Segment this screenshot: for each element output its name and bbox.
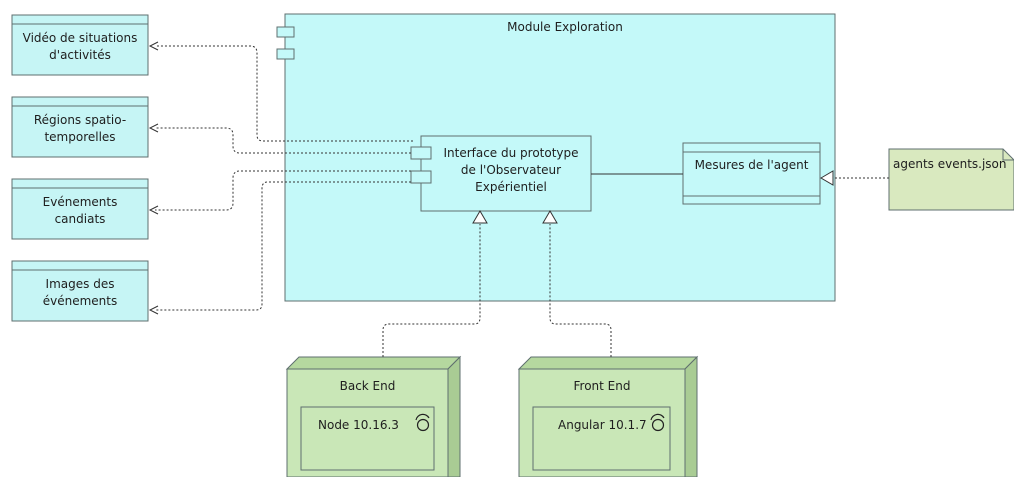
interface-label: Interface du prototype de l'Observateur …	[431, 145, 591, 196]
frontend-component-box[interactable]	[532, 406, 671, 471]
arrowhead-images	[148, 305, 159, 315]
output-label-images: Images des événements	[12, 276, 148, 310]
output-label-video: Vidéo de situations d'activités	[12, 30, 148, 64]
backend-component-box[interactable]	[300, 406, 435, 471]
arrowhead-video	[148, 41, 159, 51]
output-label-regions-line-2: temporelles	[44, 130, 116, 144]
backend-title: Back End	[339, 379, 396, 393]
output-label-evenements-line-1: Evénements	[42, 195, 118, 209]
output-label-regions: Régions spatio- temporelles	[12, 112, 148, 146]
output-box-1[interactable]	[11, 14, 149, 76]
mesures-box[interactable]	[682, 142, 821, 205]
output-label-images-line-2: événements	[42, 294, 118, 308]
frontend-component-label: Angular 10.1.7	[558, 418, 647, 432]
module-title: Module Exploration	[507, 20, 623, 34]
component-icon-tab-top	[276, 26, 295, 38]
output-label-regions-line-1: Régions spatio-	[33, 113, 127, 127]
connector-images	[155, 181, 411, 311]
realization-triangle-mesures	[820, 170, 834, 186]
output-label-video-line-1: Vidéo de situations	[22, 31, 138, 45]
frontend-title: Front End	[573, 379, 631, 393]
artifact-label: agents events.json	[893, 157, 1007, 171]
mesures-label: Mesures de l'agent	[694, 158, 809, 172]
interface-port-1	[410, 146, 432, 160]
output-label-evenements: Evénements candiats	[12, 194, 148, 228]
connector-video	[155, 45, 413, 142]
component-icon-tab-bottom	[276, 48, 295, 60]
output-box-3[interactable]	[11, 178, 149, 240]
interface-box[interactable]	[420, 135, 592, 212]
interface-port-2	[410, 170, 432, 184]
service-icon-backend	[415, 413, 430, 432]
artifact-shape[interactable]	[888, 148, 1014, 211]
connector-backend	[382, 224, 481, 357]
arrowhead-evenements	[148, 205, 159, 215]
interface-label-line-1: Interface du prototype	[443, 146, 579, 160]
interface-label-line-3: Expérientiel	[475, 180, 547, 194]
output-label-video-line-2: d'activités	[49, 48, 111, 62]
output-box-2[interactable]	[11, 96, 149, 158]
realization-triangle-frontend	[542, 210, 558, 224]
output-label-evenements-line-2: candiats	[54, 212, 106, 226]
connector-regions	[155, 127, 411, 154]
realization-triangle-backend	[472, 210, 488, 224]
output-label-images-line-1: Images des	[45, 277, 115, 291]
interface-label-line-2: de l'Observateur	[460, 163, 562, 177]
backend-component-label: Node 10.16.3	[318, 418, 399, 432]
output-box-4[interactable]	[11, 260, 149, 322]
connector-evenements	[155, 170, 411, 211]
service-icon-frontend	[650, 413, 665, 432]
arrowhead-regions	[148, 123, 159, 133]
connector-frontend	[549, 224, 612, 357]
